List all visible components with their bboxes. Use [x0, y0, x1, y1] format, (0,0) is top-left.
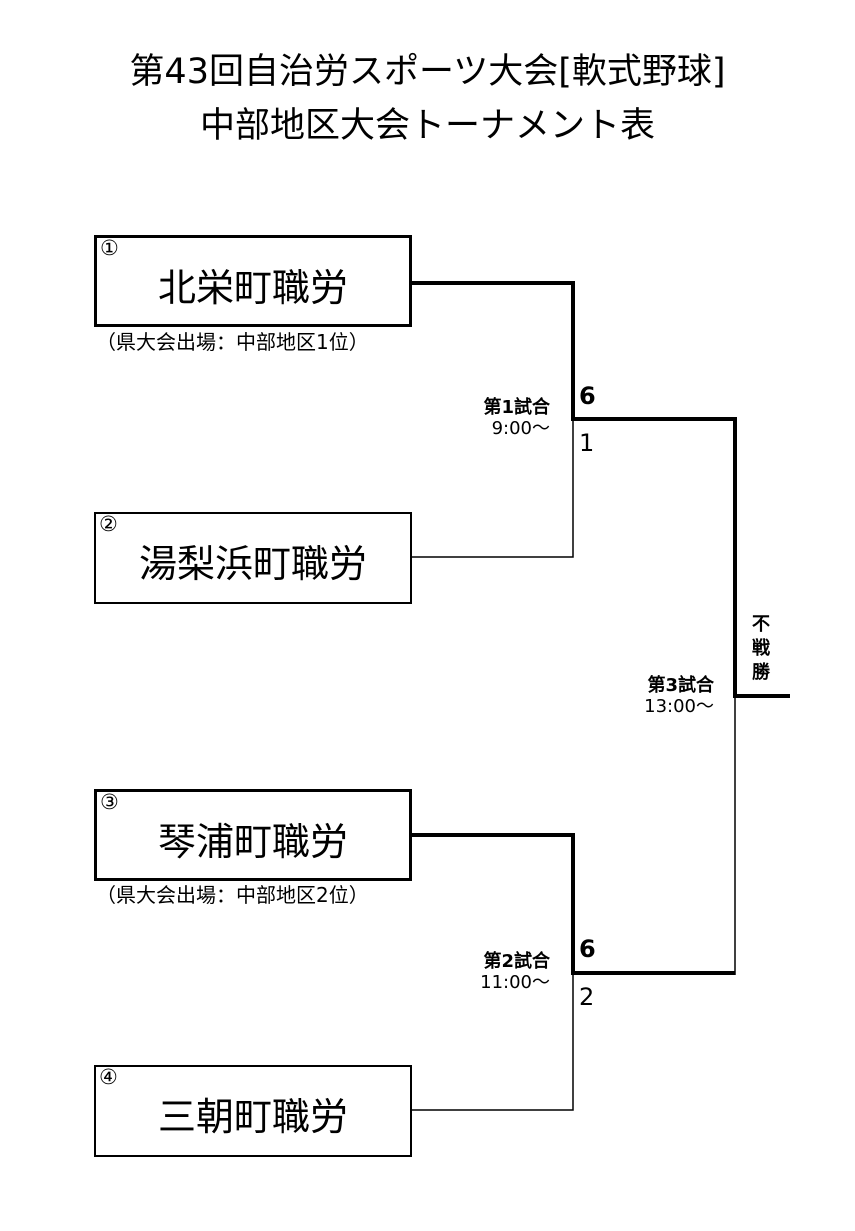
- team-number: ③: [100, 790, 119, 814]
- team-number: ①: [100, 236, 119, 260]
- team-name: 三朝町職労: [157, 1095, 348, 1139]
- match-label: 第1試合: [483, 397, 550, 418]
- team-box-1: ① 北栄町職労: [94, 235, 412, 327]
- bracket-line-team2: [412, 419, 574, 558]
- match-3-info: 第3試合 13:00～: [590, 675, 714, 717]
- team-name: 北栄町職労: [157, 266, 348, 310]
- title-line-1: 第43回自治労スポーツ大会[軟式野球]: [129, 52, 726, 92]
- title-line-2: 中部地区大会トーナメント表: [199, 106, 655, 146]
- match-2-info: 第2試合 11:00～: [430, 951, 550, 993]
- match-time: 11:00～: [480, 972, 550, 993]
- team-name: 湯梨浜町職労: [138, 542, 367, 586]
- match-time: 9:00～: [491, 418, 550, 439]
- match-1-score-winner: 6: [579, 382, 596, 410]
- match-label: 第3試合: [647, 675, 714, 696]
- bracket-line-team4: [412, 973, 574, 1111]
- match-time: 13:00～: [644, 696, 714, 717]
- team-box-2: ② 湯梨浜町職労: [94, 512, 412, 604]
- match-1-score-loser: 1: [579, 429, 595, 457]
- team-box-4: ④ 三朝町職労: [94, 1065, 412, 1157]
- team-3-note: （県大会出場：中部地区2位）: [96, 883, 369, 907]
- team-number: ④: [99, 1065, 118, 1089]
- bracket-line-team1: [412, 281, 575, 419]
- team-box-3: ③ 琴浦町職労: [94, 789, 412, 881]
- match-3-result-walkover: 不 戦 勝: [752, 614, 770, 683]
- match-label: 第2試合: [483, 951, 550, 972]
- match-2-score-loser: 2: [579, 983, 595, 1011]
- team-number: ②: [99, 512, 118, 536]
- bracket-line-team3: [412, 833, 575, 973]
- team-1-note: （県大会出場：中部地区1位）: [96, 330, 369, 354]
- team-name: 琴浦町職労: [157, 820, 348, 864]
- match-2-score-winner: 6: [579, 935, 596, 963]
- match-1-info: 第1試合 9:00～: [430, 397, 550, 439]
